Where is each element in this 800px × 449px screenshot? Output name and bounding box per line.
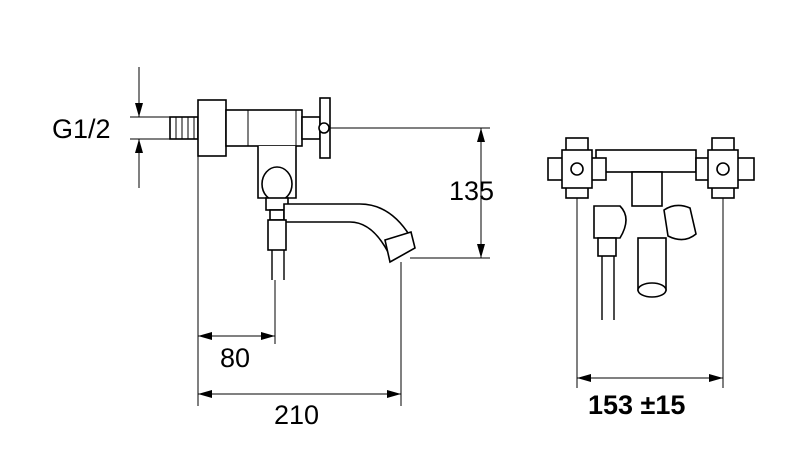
front-view: 153 ±15 xyxy=(547,137,755,420)
depth-label: 210 xyxy=(274,400,319,430)
height-dimension: 135 xyxy=(330,127,494,259)
front-diverter xyxy=(593,205,627,239)
hose-outlet xyxy=(267,219,287,251)
spout-offset-dimension: 80 xyxy=(198,332,275,373)
side-view: G1/2 135 80 210 xyxy=(52,67,494,430)
front-body-bar xyxy=(595,149,697,173)
depth-dimension: 210 xyxy=(198,390,401,430)
right-cross-handle xyxy=(695,137,755,199)
height-label: 135 xyxy=(449,176,494,206)
front-knob xyxy=(663,204,697,241)
threaded-inlet xyxy=(169,116,199,140)
wall-flange xyxy=(197,99,227,157)
spout-tip xyxy=(384,230,416,264)
thread-dimension: G1/2 xyxy=(52,67,172,188)
center-distance-label: 153 ±15 xyxy=(588,390,685,420)
thread-size-label: G1/2 xyxy=(52,114,111,144)
handle-stem xyxy=(301,116,321,140)
left-cross-handle xyxy=(547,137,607,199)
spout-offset-label: 80 xyxy=(220,343,250,373)
center-distance-dimension: 153 ±15 xyxy=(577,374,723,420)
mixer-body xyxy=(225,109,303,147)
